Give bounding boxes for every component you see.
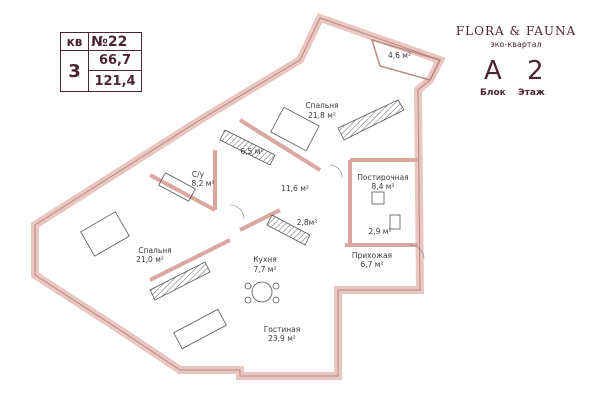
floor-label: Этаж	[518, 88, 545, 98]
balcony-outline	[370, 38, 442, 81]
block-label: Блок	[480, 88, 506, 98]
wardrobe-1	[219, 129, 276, 166]
room-bathroom-area: 8,2 м²	[192, 179, 215, 188]
apartment-kv-label: кв	[61, 33, 89, 51]
bed-bedroom1	[270, 106, 320, 152]
wardrobe-4	[149, 261, 211, 301]
room-bedroom1-area: 21,8 м²	[308, 111, 336, 120]
room-entry-name: Прихожая	[352, 251, 392, 260]
door-arc-2	[329, 164, 343, 178]
brand-subtitle: эко-квартал	[490, 40, 542, 49]
furniture	[80, 106, 401, 350]
interior-walls	[149, 118, 418, 282]
outer-wall-outline	[34, 17, 441, 377]
chair-3	[244, 296, 252, 304]
floor-number: 2	[527, 56, 544, 86]
wall-living-divider	[149, 238, 231, 282]
room-count: 3	[61, 51, 89, 91]
wall-kitchen	[239, 208, 281, 232]
room-balcony-area: 4,6 м²	[388, 51, 411, 60]
room-bedroom1-name: Спальня	[305, 101, 338, 110]
room-kitchen-name: Кухня	[253, 255, 277, 264]
brand-name: FLORA & FAUNA	[455, 24, 577, 38]
room-laundry-area: 8,4 м²	[372, 182, 395, 191]
chair-2	[272, 282, 280, 290]
dining-table	[251, 281, 273, 303]
room-laundry-name: Постирочная	[357, 173, 408, 182]
brand-logo: FLORA & FAUNA эко-квартал	[452, 24, 580, 49]
room-living-area: 23,9 м²	[268, 334, 296, 343]
room-bathroom-name: С/у	[192, 170, 205, 179]
wardrobe-2	[337, 99, 405, 141]
washer	[371, 191, 385, 205]
door-arc-1	[229, 204, 245, 220]
toilet	[389, 214, 401, 230]
chair-4	[272, 296, 280, 304]
block-letter: А	[484, 56, 502, 86]
room-living-name: Гостиная	[264, 325, 301, 334]
apartment-info-box: кв №22 3 66,7 121,4	[60, 32, 142, 92]
outer-walls	[31, 13, 446, 380]
wall-bedroom1-divider	[238, 118, 322, 172]
room-dressing-area: 6,5 м²	[241, 147, 264, 156]
doors	[229, 164, 425, 260]
balcony	[370, 38, 442, 81]
room-hall-area: 11,6 м²	[281, 184, 309, 193]
room-labels: 4,6 м² Спальня 21,8 м² 6,5 м² С/у 8,2 м²…	[136, 51, 411, 343]
living-area: 66,7	[89, 51, 141, 71]
bed-bedroom2	[80, 211, 130, 257]
chair-1	[244, 282, 252, 290]
sofa	[173, 308, 227, 350]
wardrobes	[149, 99, 405, 301]
room-bedroom2-name: Спальня	[138, 246, 171, 255]
room-storage-area: 2,8м²	[297, 218, 318, 227]
room-kitchen-area: 7,7 м²	[254, 265, 277, 274]
wardrobe-3	[266, 214, 311, 246]
door-arc-3	[409, 244, 425, 260]
room-wc-area: 2,9 м²	[369, 227, 392, 236]
outer-wall-polygon	[31, 13, 446, 380]
room-bedroom2-area: 21,0 м²	[136, 255, 164, 264]
bathtub	[158, 172, 196, 202]
room-entry-area: 6,7 м²	[361, 260, 384, 269]
apartment-number: №22	[89, 33, 141, 51]
total-area: 121,4	[94, 73, 136, 89]
